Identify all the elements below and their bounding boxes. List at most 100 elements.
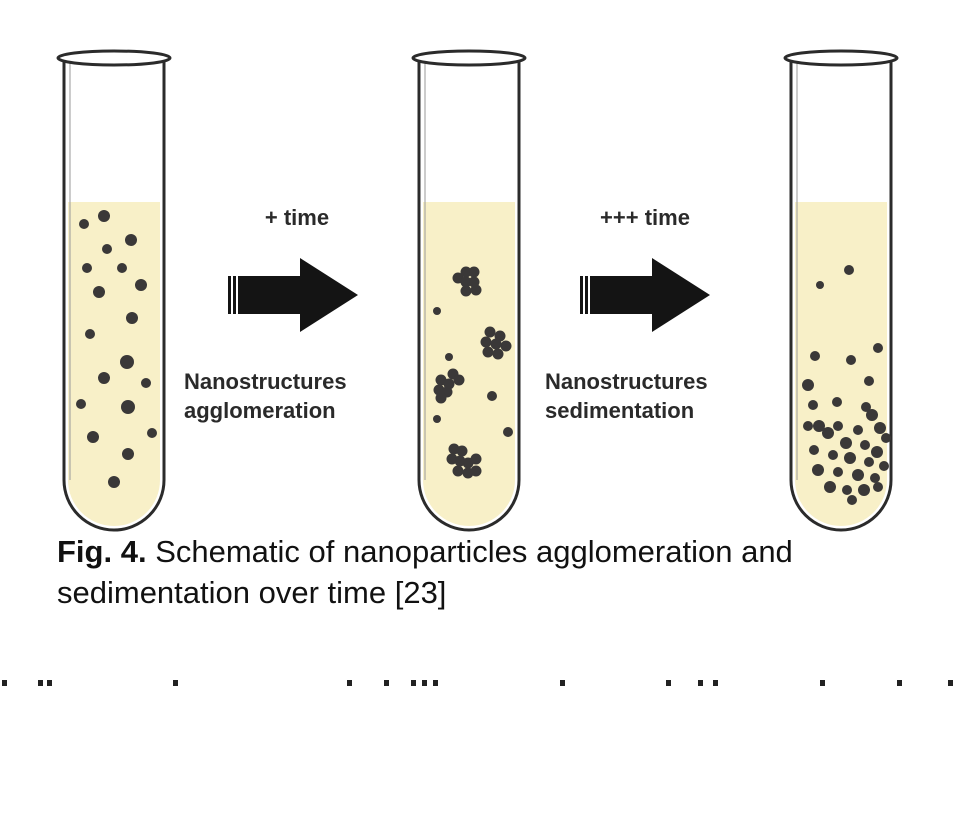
cropped-glyph [2,680,7,686]
particle-icon [802,379,814,391]
tube-dispersed [56,49,172,532]
cropped-glyph [38,680,43,686]
cropped-glyph [384,680,389,686]
particle-icon [121,400,135,414]
particle-icon [860,440,870,450]
cropped-glyph [897,680,902,686]
particle-icon [874,422,886,434]
cropped-glyph [433,680,438,686]
particle-icon [126,312,138,324]
particle-icon [803,421,813,431]
step1-label-line2: agglomeration [184,398,336,423]
particle-icon [433,307,441,315]
particle-icon [822,427,834,439]
particle-icon [82,263,92,273]
particle-icon [470,284,482,296]
particle-icon [833,467,843,477]
particle-icon [453,374,465,386]
test-tube-icon [62,58,166,532]
particle-icon [840,437,852,449]
particle-icon [812,464,824,476]
particle-icon [79,219,89,229]
arrow-step-1: + time Nanostructures agglomeration [184,205,358,423]
cropped-glyph [713,680,718,686]
tube-sedimented-particles [802,265,891,505]
cropped-text-line [0,676,976,690]
particle-icon [480,336,492,348]
cropped-glyph [411,680,416,686]
particle-icon [881,433,891,443]
particle-icon [117,263,127,273]
tube-sedimented-rim [783,49,899,67]
particle-icon [810,351,820,361]
step2-label-line2: sedimentation [545,398,694,423]
right-arrow-icon [228,258,358,332]
particle-icon [846,355,856,365]
cropped-glyph [560,680,565,686]
particle-icon [135,279,147,291]
particle-icon [824,481,836,493]
particle-icon [864,457,874,467]
particle-icon [147,428,157,438]
cropped-glyph [47,680,52,686]
particle-icon [98,210,110,222]
particle-icon [487,391,497,401]
tube-dispersed-particles [76,210,157,488]
particle-icon [828,450,838,460]
right-arrow-icon [580,258,710,332]
particle-icon [813,420,825,432]
particle-icon [468,266,480,278]
cropped-glyph [347,680,352,686]
tube-agglomerated-liquid [423,202,515,526]
figure-caption-text: Schematic of nanoparticles agglomeration… [57,534,793,610]
step2-time-label: +++ time [600,205,690,230]
particle-icon [833,421,843,431]
particle-icon [445,353,453,361]
cropped-glyph [666,680,671,686]
particle-icon [816,281,824,289]
particle-icon [93,286,105,298]
particle-icon [809,445,819,455]
particle-icon [120,355,134,369]
cropped-glyph [173,680,178,686]
particle-icon [503,427,513,437]
particle-icon [844,452,856,464]
particle-icon [871,446,883,458]
particle-icon [847,495,857,505]
particle-icon [842,485,852,495]
particle-icon [108,476,120,488]
particle-icon [879,461,889,471]
particle-icon [873,482,883,492]
particle-icon [460,276,472,288]
cropped-glyph [948,680,953,686]
particle-icon [808,400,818,410]
figure-number: Fig. 4. [57,534,147,569]
particle-icon [433,415,441,423]
tube-agglomerated-rim [411,49,527,67]
particle-icon [460,266,472,278]
cropped-glyph [422,680,427,686]
tube-agglomerated [411,49,527,532]
particle-icon [873,343,883,353]
particle-icon [853,425,863,435]
particle-icon [482,346,494,358]
particle-icon [87,431,99,443]
cropped-glyph [698,680,703,686]
particle-icon [76,399,86,409]
figure-caption: Fig. 4. Schematic of nanoparticles agglo… [57,531,937,613]
particle-icon [452,465,464,477]
particle-icon [470,453,482,465]
tube-agglomerated-particles [433,266,513,479]
test-tube-icon [417,58,521,532]
particle-icon [861,402,871,412]
particle-icon [844,265,854,275]
particle-icon [125,234,137,246]
particle-icon [870,473,880,483]
particle-icon [435,392,447,404]
particle-icon [122,448,134,460]
step1-time-label: + time [265,205,329,230]
particle-icon [484,326,496,338]
particle-icon [456,445,468,457]
step1-label-line1: Nanostructures [184,369,347,394]
particle-icon [500,340,512,352]
